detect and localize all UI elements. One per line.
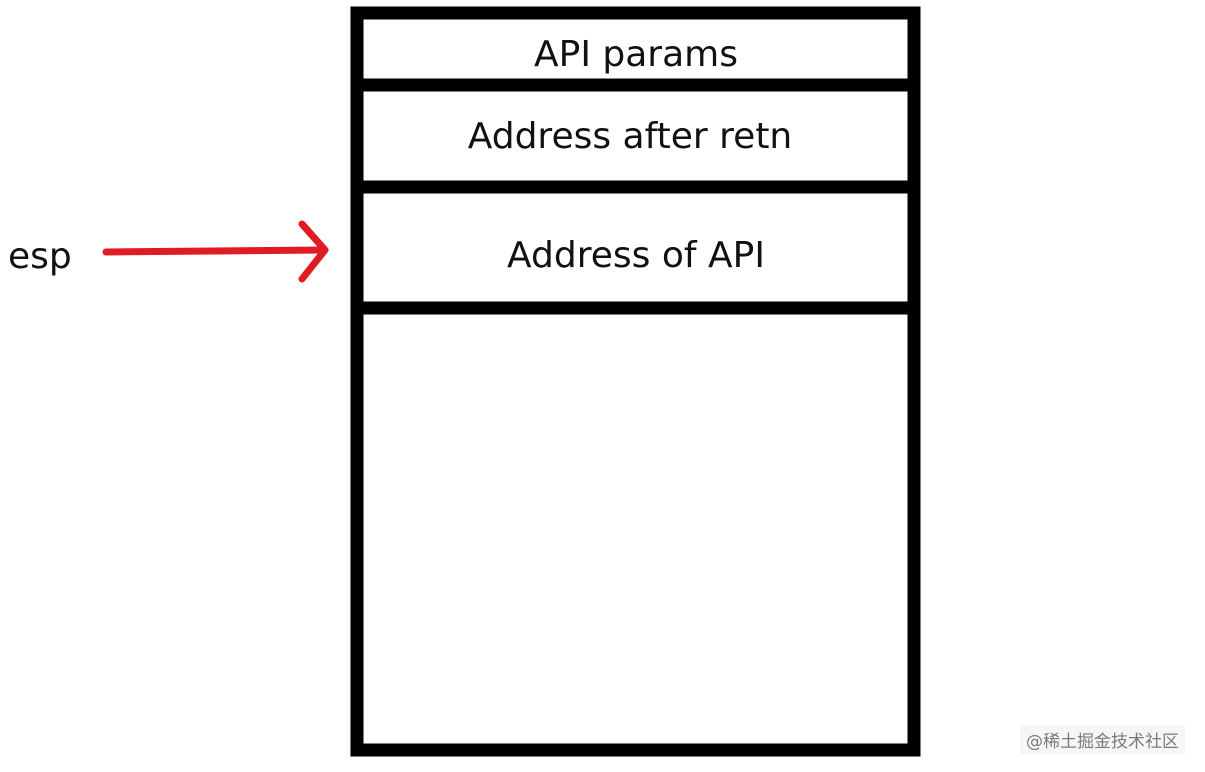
stack-cell-address-after-retn: Address after retn [350, 78, 921, 194]
stack-cell-empty [350, 301, 921, 757]
stack-cell-address-of-api: Address of API [350, 180, 921, 315]
esp-pointer-arrow [102, 220, 329, 283]
stack-cell-label: API params [534, 34, 738, 75]
watermark: @稀土掘金技术社区 [1020, 725, 1185, 754]
esp-label: esp [8, 236, 72, 277]
stack-cell-label: Address after retn [468, 116, 793, 157]
stack-cell-label: Address of API [507, 235, 765, 276]
stack-cell-api-params: API params [350, 6, 921, 92]
